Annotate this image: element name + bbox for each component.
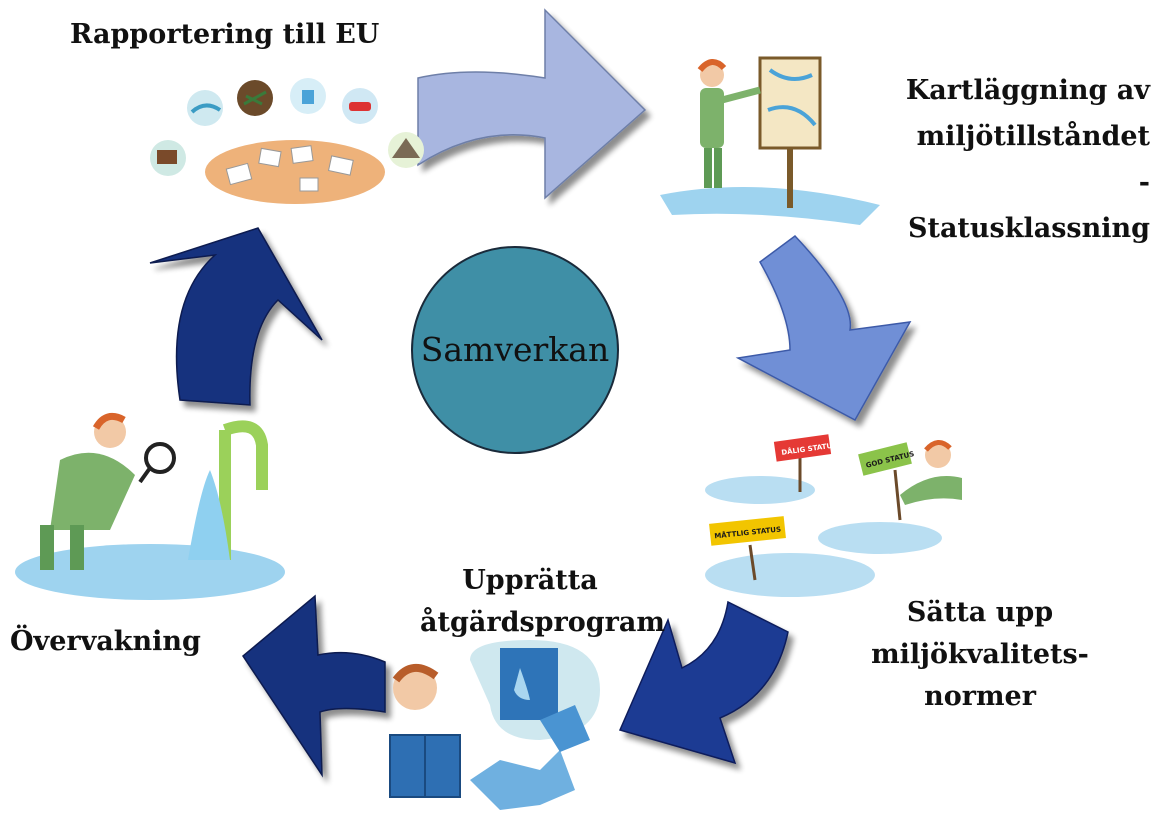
center-label-samverkan: Samverkan [420,330,610,369]
arrow-kartlaggning-to-normer [735,234,912,422]
label-atgardsprogram: Upprätta åtgärdsprogram [420,560,665,644]
label-normer-line-1: Sätta upp [906,597,1054,628]
label-normer: Sätta upp miljökvalitets- normer [870,592,1090,718]
arrow-atgardsprogram-to-overvakning [242,594,386,778]
arrow-overvakning-to-rapportering [149,227,323,406]
label-kartlaggning-line-1: Kartläggning av [905,75,1150,106]
reading-person-illustration [389,640,600,810]
center-circle [411,246,619,454]
label-atgardsprogram-line-2: åtgärdsprogram [420,607,665,638]
label-normer-line-2: miljökvalitets- [871,639,1089,670]
label-kartlaggning-line-3: Statusklassning [907,213,1150,244]
map-board-illustration [660,56,880,225]
label-kartlaggning-line-2: miljötillståndet - [916,121,1150,198]
water-pump-illustration [15,412,285,600]
meeting-table-illustration [150,78,424,204]
arrow-rapportering-to-kartlaggning [417,8,647,200]
arrow-normer-to-atgardsprogram [618,600,789,765]
label-overvakning: Övervakning [10,626,201,657]
label-rapportering: Rapportering till EU [70,19,380,50]
label-atgardsprogram-line-1: Upprätta [462,565,598,596]
label-normer-line-3: normer [924,681,1036,712]
status-signs-illustration: DÅLIG STATUS GOD STATUS MÅTTLIG STATUS [705,434,962,597]
label-kartlaggning: Kartläggning av miljötillståndet - Statu… [900,68,1150,252]
